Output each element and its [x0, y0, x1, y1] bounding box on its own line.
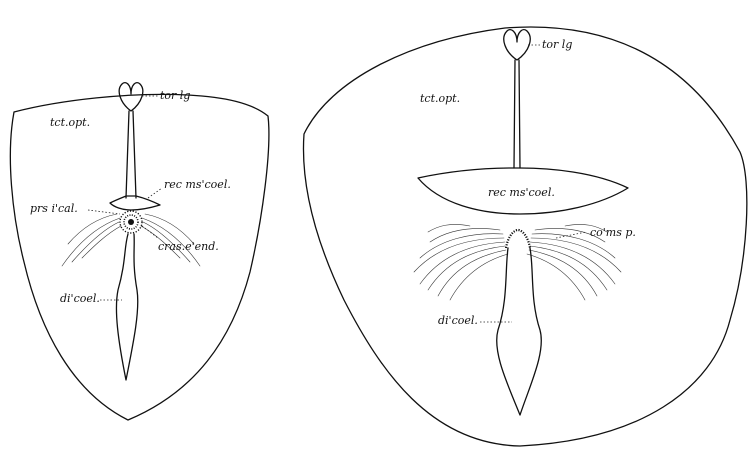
right-section-outline	[303, 27, 746, 446]
right-crassamentum-ependymale	[506, 230, 530, 248]
left-label-recessus-mesocoeli: rec ms'coel.	[164, 178, 231, 191]
right-label-tectum-opticum: tct.opt.	[420, 92, 460, 105]
right-diacoel	[497, 248, 542, 415]
left-torus-longitudinalis	[119, 83, 143, 111]
left-brain-section: tor lg tct.opt. rec ms'coel. prs i'cal. …	[10, 83, 269, 420]
right-midline-stalk	[514, 60, 520, 168]
left-crassamentum-ependymale	[120, 211, 142, 233]
right-label-diacoel: di'coel.	[438, 314, 478, 327]
right-brain-section: tor lg tct.opt. rec ms'coel. co'ms p. di…	[303, 27, 746, 446]
left-label-prs-ical: prs i'cal.	[30, 202, 78, 215]
right-torus-longitudinalis	[504, 30, 530, 60]
right-label-torus-longitudinalis: tor lg	[542, 38, 572, 51]
right-label-recessus-mesocoeli: rec ms'coel.	[488, 186, 555, 199]
left-diacoel	[116, 234, 137, 380]
left-label-diacoel: di'coel.	[60, 292, 100, 305]
left-label-tectum-opticum: tct.opt.	[50, 116, 90, 129]
left-section-outline	[10, 94, 269, 420]
right-label-commissura-posterior: co'ms p.	[590, 226, 636, 239]
left-midline-stalk	[126, 111, 136, 198]
left-label-crassamentum-ependymale: cras.e'end.	[158, 240, 219, 253]
left-label-torus-longitudinalis: tor lg	[160, 89, 190, 102]
left-recessus-mesocoeli	[110, 196, 160, 210]
